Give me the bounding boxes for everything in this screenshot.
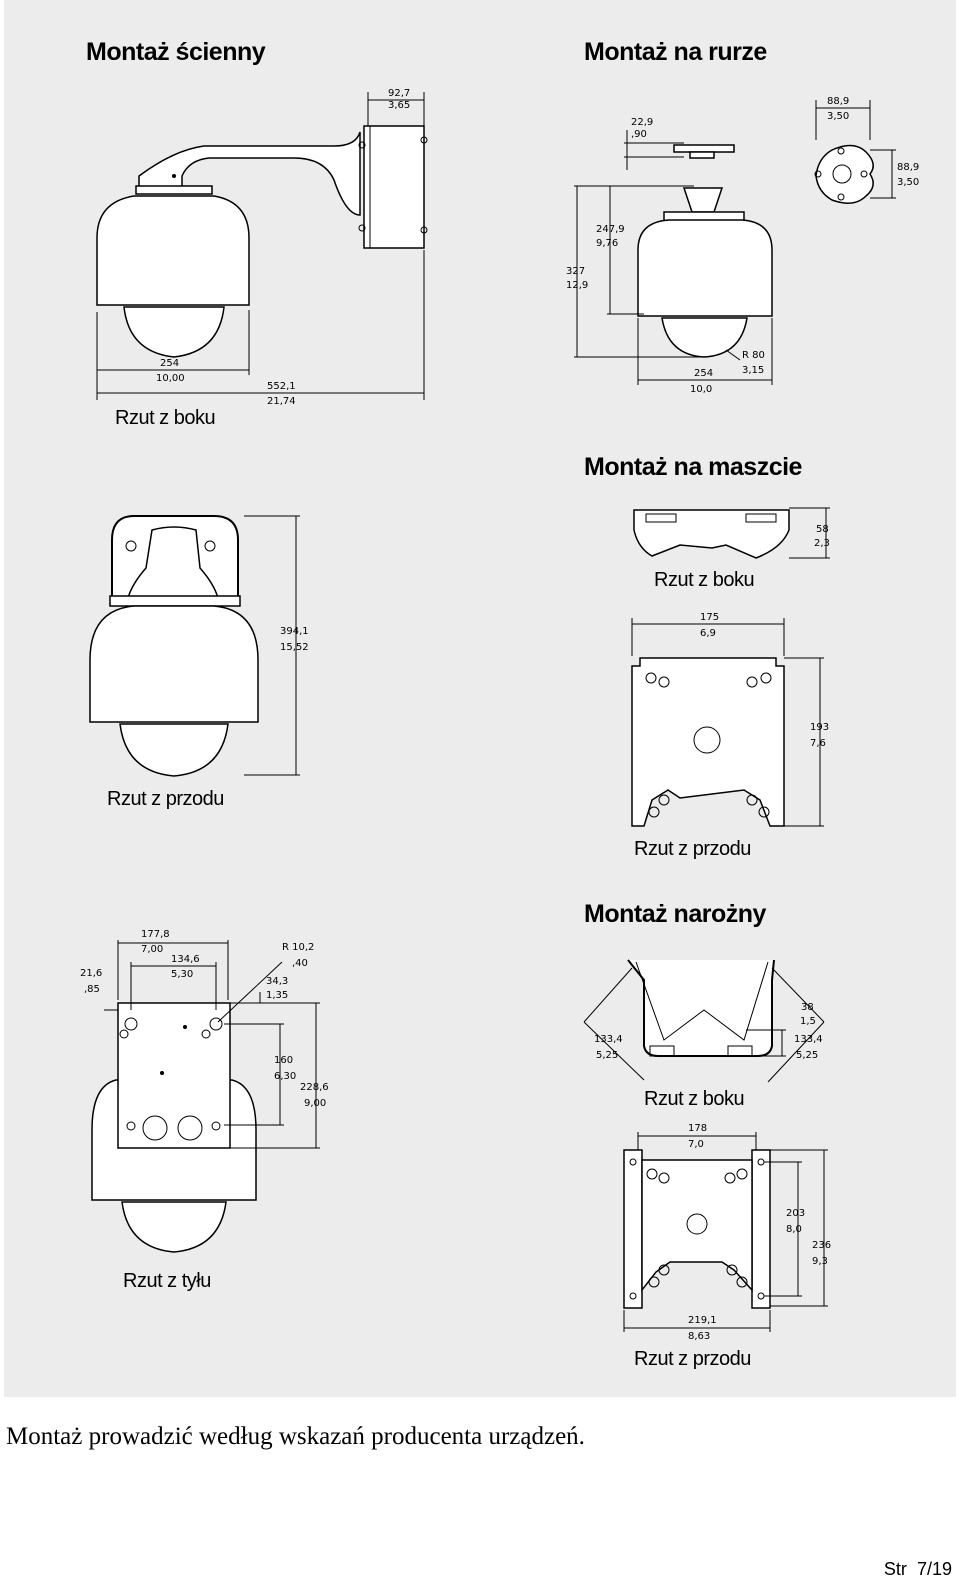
dim-label: 2,3 (814, 538, 830, 549)
dim-label: 34,3 (266, 976, 288, 987)
technical-drawing: Montaż ścienny 92,7 3,65 254 10,00 552,1… (4, 0, 956, 1397)
page-number: 7/19 (916, 1559, 952, 1579)
camera-dome (121, 1201, 227, 1253)
dim-label: ,90 (631, 129, 647, 140)
dim-label: 3,50 (897, 177, 919, 188)
dim-label: 88,9 (827, 96, 849, 107)
dim-label: 236 (812, 1240, 831, 1251)
dim-label: 178 (688, 1123, 707, 1134)
corner-right-flange (751, 1149, 771, 1309)
dim-label: 133,4 (794, 1034, 823, 1045)
corner-side-view-label: Rzut z boku (644, 1088, 744, 1110)
dim-label: 5,25 (796, 1050, 818, 1061)
page-label: Str (883, 1559, 907, 1579)
mast-bracket-front (631, 657, 785, 827)
wall-mount-section: Montaż ścienny 92,7 3,65 254 10,00 552,1… (86, 38, 428, 429)
corner-bracket-side (627, 959, 775, 1057)
front-view-section: 394,1 15,52 Rzut z przodu (89, 515, 309, 810)
dim-label: 160 (274, 1055, 293, 1066)
dim-label: 134,6 (171, 954, 200, 965)
dim-label: 254 (694, 368, 713, 379)
pipe-adapter (682, 187, 724, 213)
dim-label: 175 (700, 612, 719, 623)
camera-dome (123, 306, 225, 358)
back-view-section: 177,8 7,00 134,6 5,30 21,6 ,85 R 10,2 ,4… (80, 929, 329, 1292)
pipe-flange (673, 144, 735, 153)
dim-label: 58 (816, 524, 829, 535)
dim-label: 228,6 (300, 1082, 329, 1093)
mast-bracket-side (633, 509, 790, 559)
dim-label: 21,6 (80, 968, 102, 979)
corner-left-flange (623, 1149, 643, 1309)
camera-housing (89, 605, 259, 723)
dim-label: 3,50 (827, 111, 849, 122)
dim-label: 203 (786, 1208, 805, 1219)
dim-label: 15,52 (280, 642, 309, 653)
dim-label: 21,74 (267, 396, 296, 407)
dim-label: 3,15 (742, 365, 764, 376)
corner-bracket-front (641, 1159, 753, 1293)
dim-label: 9,76 (596, 238, 618, 249)
corner-mount-title: Montaż narożny (584, 900, 766, 928)
wall-side-view-label: Rzut z boku (115, 407, 215, 429)
dim-label: 7,0 (688, 1139, 704, 1150)
dim-label: ,85 (84, 984, 100, 995)
dim-label: 9,00 (304, 1098, 326, 1109)
dim-label: 7,00 (141, 944, 163, 955)
dim-label: R 80 (742, 350, 765, 361)
dim-label: 10,0 (690, 384, 712, 395)
dim-label: 22,9 (631, 117, 653, 128)
dim-label: 177,8 (141, 929, 170, 940)
dim-label: 247,9 (596, 224, 625, 235)
wall-plate (363, 125, 425, 249)
camera-dome (119, 723, 229, 777)
dim-label: 88,9 (897, 162, 919, 173)
wall-mount-title: Montaż ścienny (86, 38, 266, 66)
wall-arm (138, 131, 361, 216)
mount-adapter (127, 526, 219, 599)
dim-label: 327 (566, 266, 585, 277)
dim-label: 552,1 (267, 381, 296, 392)
dim-label: 7,6 (810, 738, 826, 749)
mast-mount-section: Montaż na maszcie 58 2,3 Rzut z boku 175… (584, 453, 830, 860)
mast-mount-title: Montaż na maszcie (584, 453, 803, 481)
camera-housing (637, 219, 773, 317)
dim-label: 219,1 (688, 1315, 717, 1326)
mast-front-view-label: Rzut z przodu (634, 838, 751, 860)
pipe-mount-title: Montaż na rurze (584, 38, 767, 66)
dim-label: ,40 (292, 958, 308, 969)
dim-label: 1,35 (266, 990, 288, 1001)
camera-housing (96, 195, 250, 306)
back-view-label: Rzut z tyłu (123, 1270, 211, 1292)
dim-label: 5,25 (596, 1050, 618, 1061)
caption-text: Montaż prowadzić według wskazań producen… (6, 1423, 585, 1450)
dim-label: 38 (801, 1002, 814, 1013)
dim-label: 8,0 (786, 1224, 802, 1235)
mast-side-view-label: Rzut z boku (654, 569, 754, 591)
dim-label: 5,30 (171, 969, 193, 980)
dim-label: 10,00 (156, 373, 185, 384)
corner-mount-section: Montaż narożny 38 1,5 133,4 5,25 133,4 5… (583, 900, 831, 1370)
page-indicator: Str 7/19 (884, 1559, 952, 1580)
dim-label: R 10,2 (282, 942, 314, 953)
front-view-label: Rzut z przodu (107, 788, 224, 810)
dim-label: 1,5 (800, 1016, 816, 1027)
dim-label: 3,65 (388, 100, 410, 111)
dim-label: 254 (160, 358, 179, 369)
pipe-flange-top-view (815, 144, 874, 204)
dim-label: 193 (810, 722, 829, 733)
pipe-mount-section: Montaż na rurze 22,9 ,90 247,9 9,76 327 … (566, 38, 919, 395)
dim-label: 8,63 (688, 1331, 710, 1342)
dim-label: 12,9 (566, 280, 588, 291)
dim-label: 9,3 (812, 1256, 828, 1267)
dim-label: 92,7 (388, 88, 410, 99)
dim-label: 6,9 (700, 628, 716, 639)
dim-label: 6,30 (274, 1071, 296, 1082)
corner-front-view-label: Rzut z przodu (634, 1348, 751, 1370)
dim-label: 133,4 (594, 1034, 623, 1045)
camera-dome (661, 317, 748, 358)
housing-collar (135, 185, 213, 195)
dim-label: 394,1 (280, 626, 309, 637)
